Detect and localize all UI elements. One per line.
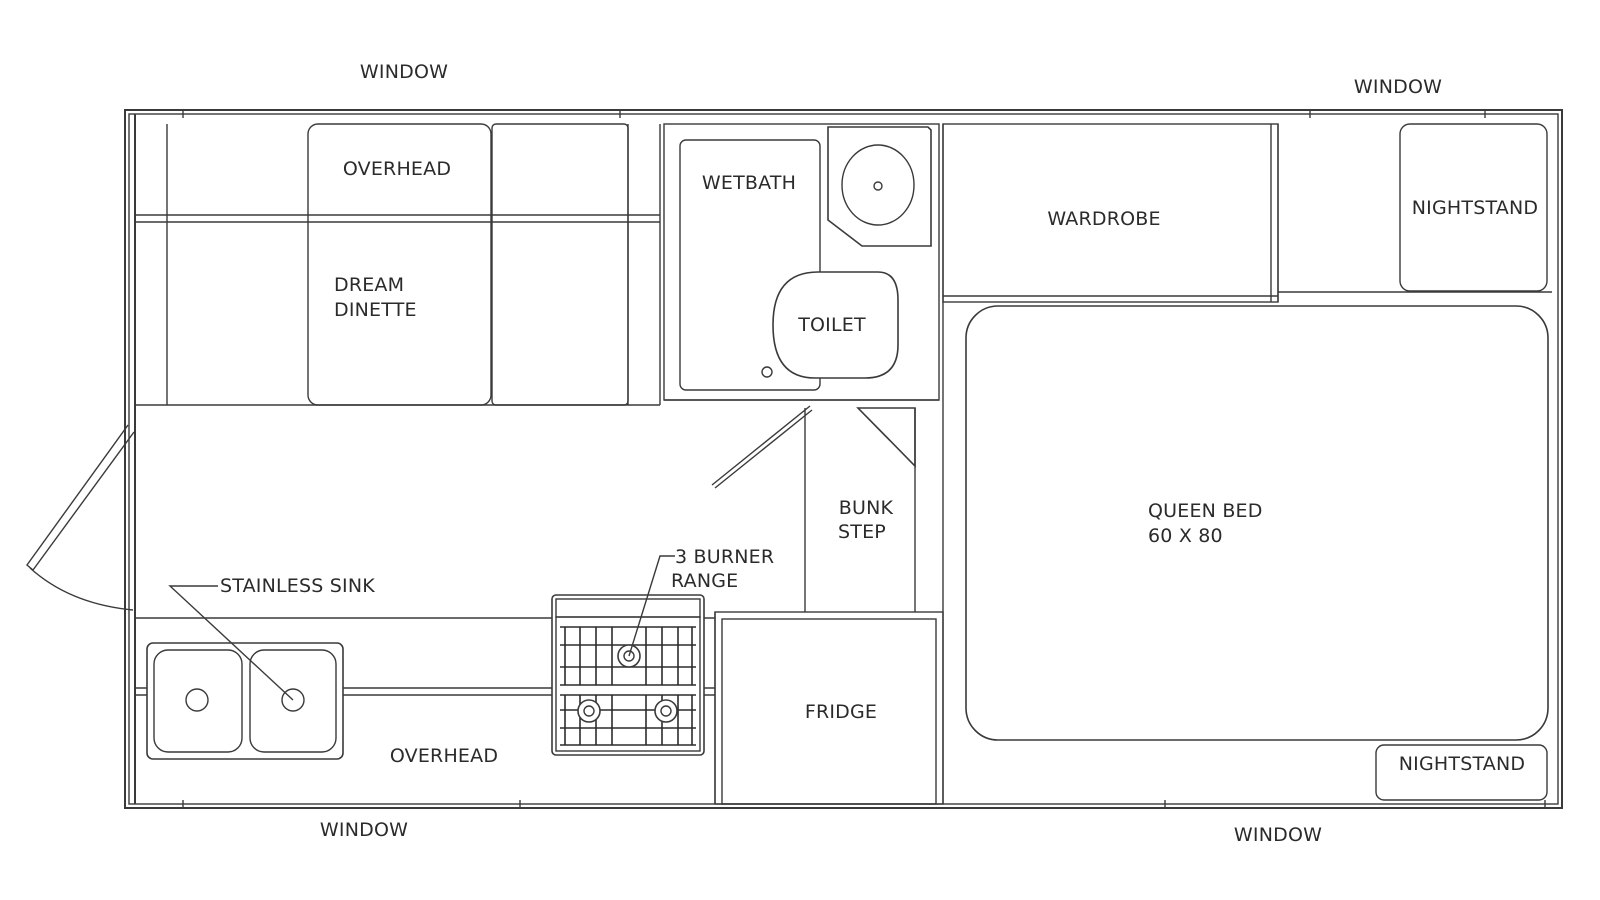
burner-range (551, 594, 705, 756)
nightstand-top-label: NIGHTSTAND (1412, 197, 1538, 219)
fridge-label: FRIDGE (805, 701, 877, 723)
wetbath-label: WETBATH (702, 172, 796, 194)
dinette-label-line1: DREAM (334, 274, 404, 296)
window-label-bottom-left: WINDOW (320, 819, 408, 841)
range-label-line1: 3 BURNER (675, 546, 774, 568)
dinette-label-line2: DINETTE (334, 299, 417, 321)
wardrobe-label: WARDROBE (1047, 208, 1160, 230)
nightstand-bottom-label: NIGHTSTAND (1399, 753, 1525, 775)
leader-lines (168, 555, 675, 701)
overhead-bottom-label: OVERHEAD (390, 745, 498, 767)
window-label-top-right: WINDOW (1354, 76, 1442, 98)
stainless-sink-label: STAINLESS SINK (220, 575, 375, 597)
bunk-step (804, 408, 916, 612)
stainless-sink (146, 642, 344, 760)
entry-door (26, 424, 136, 611)
range-label-line2: RANGE (671, 570, 738, 592)
labels: WINDOW WINDOW WINDOW WINDOW OVERHEAD DRE… (220, 61, 1538, 846)
bunk-step-label-line2: STEP (838, 521, 886, 543)
wetbath-area (663, 123, 940, 489)
bedroom-furniture (942, 123, 1552, 804)
window-label-bottom-right: WINDOW (1234, 824, 1322, 846)
bunk-step-label-line1: BUNK (839, 497, 894, 519)
dinette-area (135, 123, 661, 406)
queen-bed-label-line2: 60 X 80 (1148, 525, 1223, 547)
queen-bed-label-line1: QUEEN BED (1148, 500, 1263, 522)
toilet-label: TOILET (797, 314, 866, 336)
window-label-top-left: WINDOW (360, 61, 448, 83)
overhead-top-label: OVERHEAD (343, 158, 451, 180)
queen-bed (965, 305, 1549, 741)
